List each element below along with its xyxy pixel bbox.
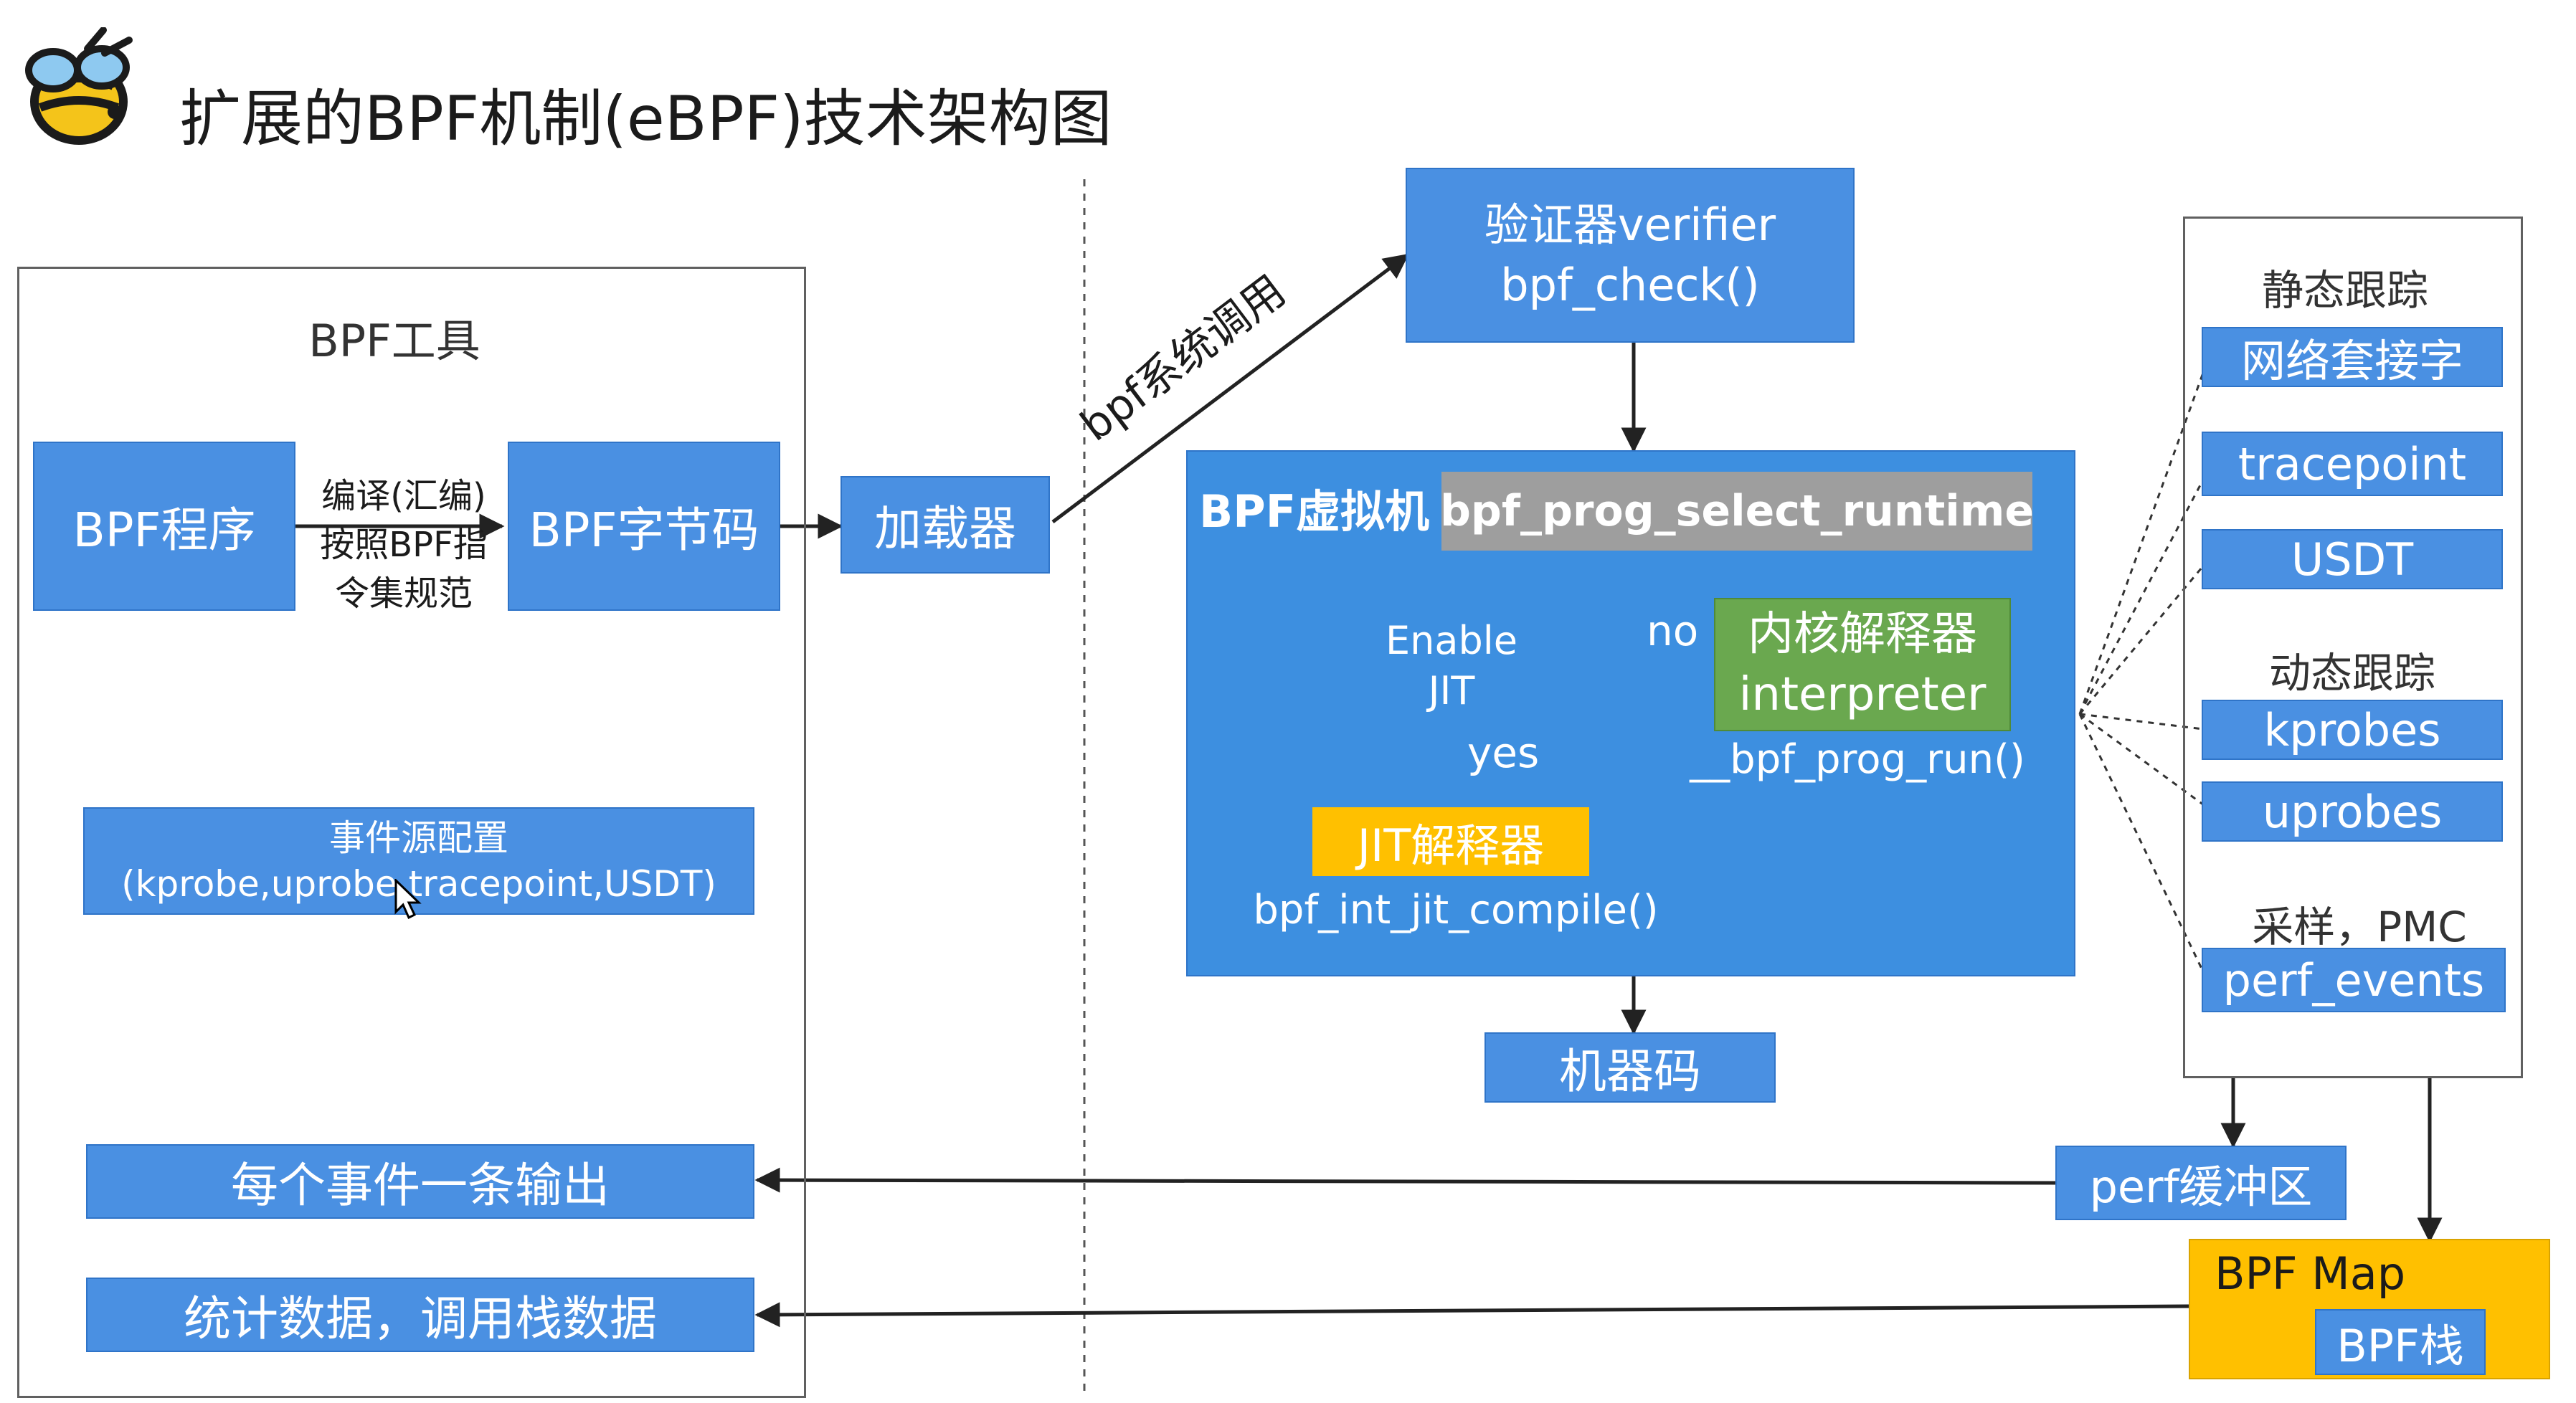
arrow-map-to-stats xyxy=(754,1302,2194,1328)
dynamic-tracing-title: 动态跟踪 xyxy=(2268,649,2435,698)
arrow-loader-to-verifier xyxy=(1051,253,1409,523)
jit-compile-function: bpf_int_jit_compile() xyxy=(1253,887,1659,933)
event-source-config-box: 事件源配置 (kprobe,uprobe,tracepoint,USDT) xyxy=(83,807,754,915)
kernel-interpreter-title: 内核解释器 xyxy=(1748,608,1977,661)
dotted-to-kprobes xyxy=(2079,713,2210,731)
verifier-title: 验证器verifier xyxy=(1484,199,1776,251)
prog-run-function: __bpf_prog_run() xyxy=(1690,736,2025,783)
socket-source-box: 网络套接字 xyxy=(2202,327,2503,387)
enable-jit-label-line1: Enable xyxy=(1386,618,1517,663)
compile-note-line2: 按照BPF指 xyxy=(320,525,488,565)
bpf-vm-title: BPF虚拟机 xyxy=(1199,485,1430,538)
bee-icon xyxy=(25,27,133,145)
bpf-bytecode-box: BPF字节码 xyxy=(508,442,780,611)
compile-note-line3: 令集规范 xyxy=(334,574,473,614)
mouse-pointer-icon xyxy=(393,878,422,922)
event-source-config-title: 事件源配置 xyxy=(329,817,508,859)
dotted-to-uprobes xyxy=(2079,713,2210,810)
enable-jit-label: Enable JIT xyxy=(1343,612,1561,720)
kernel-interpreter-box: 内核解释器 interpreter xyxy=(1714,598,2011,731)
event-source-config-list: (kprobe,uprobe,tracepoint,USDT) xyxy=(121,863,716,905)
event-sources-panel xyxy=(2183,217,2523,1078)
stats-output-box: 统计数据，调用栈数据 xyxy=(86,1278,754,1352)
sampling-pmc-title: 采样，PMC xyxy=(2252,903,2467,951)
tracepoint-source-box: tracepoint xyxy=(2202,432,2503,496)
verifier-box: 验证器verifier bpf_check() xyxy=(1406,168,1855,343)
bpf-tools-panel xyxy=(17,267,806,1398)
per-event-output-box: 每个事件一条输出 xyxy=(86,1144,754,1219)
yes-branch-label: yes xyxy=(1467,728,1540,777)
runtime-select-box: bpf_prog_select_runtime xyxy=(1440,472,2034,551)
page-title: 扩展的BPF机制(eBPF)技术架构图 xyxy=(179,83,1112,155)
dotted-to-tracepoint xyxy=(2078,468,2210,715)
enable-jit-label-line2: JIT xyxy=(1428,668,1475,713)
kernel-interpreter-subtitle: interpreter xyxy=(1738,668,1987,721)
perf-events-source-box: perf_events xyxy=(2202,948,2506,1012)
arrow-perf-buffer-to-output xyxy=(754,1167,2060,1193)
dotted-to-perf-events xyxy=(2078,713,2210,984)
loader-box: 加载器 xyxy=(840,476,1050,574)
uprobes-source-box: uprobes xyxy=(2202,781,2503,842)
bpf-stack-box: BPF栈 xyxy=(2315,1309,2486,1375)
no-branch-label: no xyxy=(1647,607,1699,655)
usdt-source-box: USDT xyxy=(2202,529,2503,589)
machine-code-box: 机器码 xyxy=(1484,1032,1776,1103)
kprobes-source-box: kprobes xyxy=(2202,700,2503,760)
compile-note-line1: 编译(汇编) xyxy=(321,476,486,516)
compile-note: 编译(汇编) 按照BPF指 令集规范 xyxy=(300,466,508,624)
bpf-map-title: BPF Map xyxy=(2215,1247,2406,1300)
bpf-program-box: BPF程序 xyxy=(33,442,295,611)
bpf-tools-title: BPF工具 xyxy=(308,315,480,367)
jit-box: JIT解释器 xyxy=(1312,807,1589,876)
static-tracing-title: 静态跟踪 xyxy=(2261,266,2428,315)
perf-buffer-box: perf缓冲区 xyxy=(2055,1146,2347,1220)
verifier-function: bpf_check() xyxy=(1500,259,1760,311)
bee-logo xyxy=(16,27,142,153)
